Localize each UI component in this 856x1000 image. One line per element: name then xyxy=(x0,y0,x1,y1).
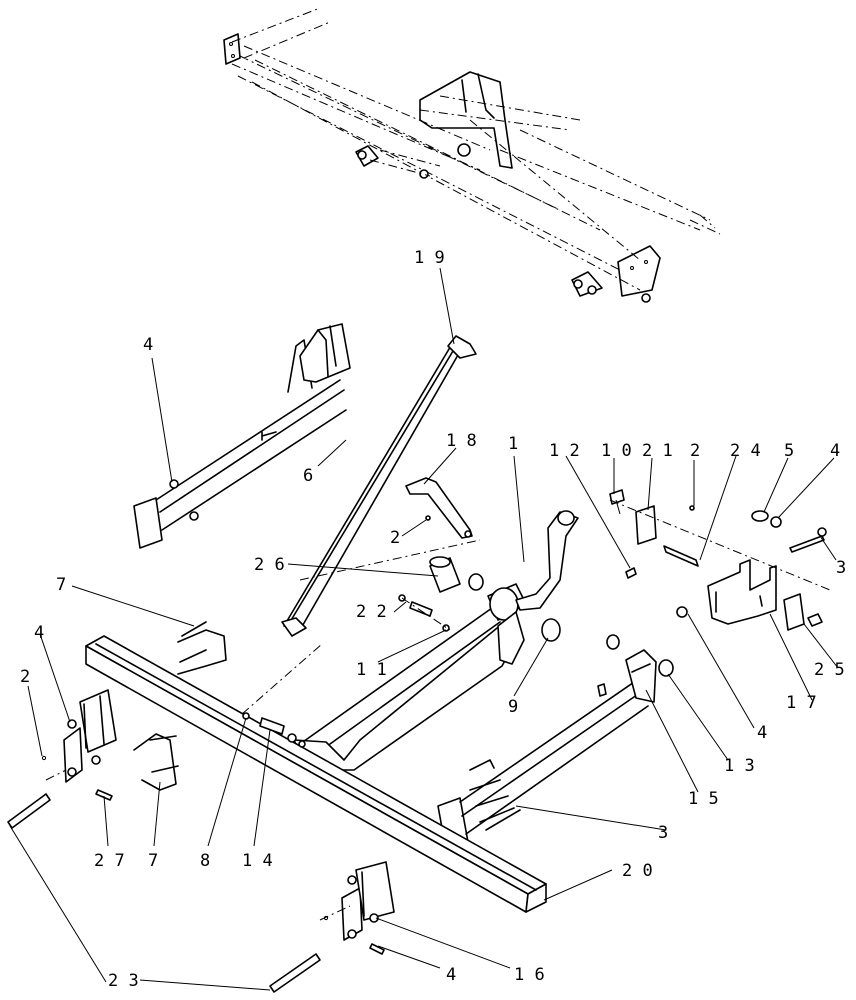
callout-16: 1 6 xyxy=(514,965,545,985)
callout-labels: 1 9 4 6 1 8 1 1 2 1 0 2 1 2 2 4 5 4 3 2 … xyxy=(20,248,846,991)
callout-4-left: 4 xyxy=(34,623,44,643)
callout-3-right: 3 xyxy=(836,558,846,578)
bolt-center xyxy=(369,943,385,955)
leader-lines xyxy=(9,267,839,991)
bolt-27 xyxy=(95,789,113,801)
callout-2-right: 2 xyxy=(690,441,700,461)
callout-4-right: 4 xyxy=(830,441,840,461)
hardware-right xyxy=(609,489,827,631)
callout-7-upper: 7 xyxy=(56,575,66,595)
callout-20: 2 0 xyxy=(622,861,653,881)
callout-24: 2 4 xyxy=(730,441,761,461)
callout-2-left: 2 xyxy=(20,667,30,687)
bracket-18 xyxy=(405,477,473,539)
callout-25: 2 5 xyxy=(814,660,845,680)
callout-10: 1 0 xyxy=(601,441,632,461)
callout-4-bottom: 4 xyxy=(446,965,456,985)
callout-6: 6 xyxy=(303,466,313,486)
mount-bracket-center xyxy=(323,861,395,941)
callout-4-lower-right: 4 xyxy=(757,723,767,743)
callout-19: 1 9 xyxy=(414,248,445,268)
pin-23-left xyxy=(7,793,51,829)
callout-12: 1 2 xyxy=(549,441,580,461)
callout-5: 5 xyxy=(784,441,794,461)
pin-6-shape xyxy=(261,431,277,441)
callout-23: 2 3 xyxy=(108,971,139,991)
callout-18: 1 8 xyxy=(446,431,477,451)
reference-assembly-ghost xyxy=(223,7,721,303)
pin-14-and-8 xyxy=(242,712,306,748)
callout-26: 2 6 xyxy=(254,555,285,575)
callout-22: 2 2 xyxy=(356,602,387,622)
pin-23-right xyxy=(269,953,321,993)
main-arm xyxy=(293,510,579,771)
callout-2-bracket: 2 xyxy=(390,528,400,548)
callout-14: 1 4 xyxy=(242,851,273,871)
left-upper-arm xyxy=(133,323,351,549)
callout-11: 1 1 xyxy=(356,660,387,680)
callout-9: 9 xyxy=(508,697,518,717)
callout-4-upper-arm: 4 xyxy=(143,335,153,355)
toolbar-beam xyxy=(85,635,547,913)
center-lines xyxy=(45,499,831,921)
u-bolts-upper xyxy=(177,621,227,675)
callout-27: 2 7 xyxy=(94,851,125,871)
callout-8: 8 xyxy=(200,851,210,871)
callout-17: 1 7 xyxy=(786,693,817,713)
callout-15: 1 5 xyxy=(688,789,719,809)
mount-bracket-left xyxy=(41,689,117,783)
diagonal-brace xyxy=(281,335,477,637)
u-bolts-lower xyxy=(133,733,179,791)
bushing-26 xyxy=(429,556,484,593)
callout-1: 1 xyxy=(508,434,518,454)
callout-13: 1 3 xyxy=(724,756,755,776)
callout-21: 2 1 xyxy=(642,441,673,461)
callout-7-lower: 7 xyxy=(148,851,158,871)
callout-3-lower: 3 xyxy=(658,823,668,843)
